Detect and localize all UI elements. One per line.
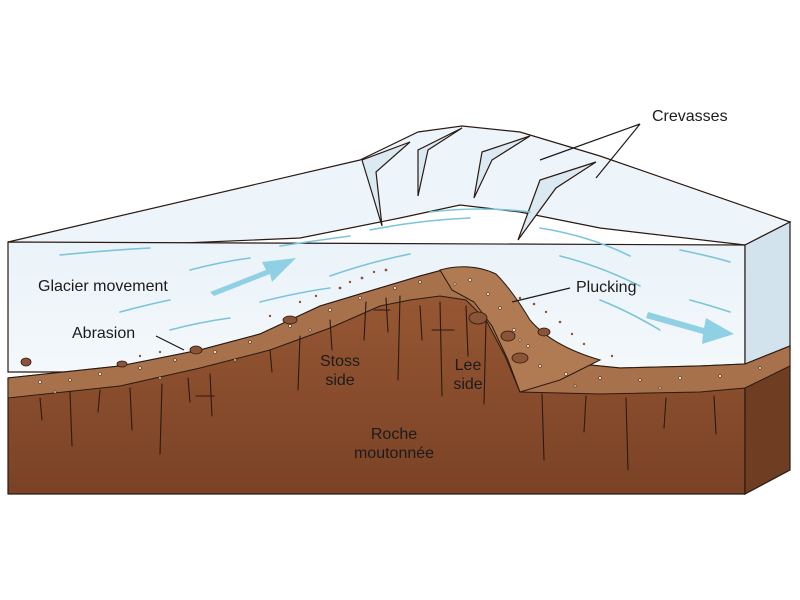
stoss-label-line2: side [325, 372, 355, 389]
roche-label-line2: moutonnée [353, 445, 435, 462]
plucked-debris [439, 266, 602, 393]
bedrock-joints [39, 295, 717, 471]
roche-moutonnee-label: Roche moutonnée [338, 425, 450, 463]
glacier-movement-label: Glacier movement [38, 278, 168, 295]
ice-flow-marks [59, 208, 731, 331]
lee-label-line2: side [453, 376, 483, 393]
rock-fragments [20, 311, 551, 368]
leader-lines [155, 123, 641, 351]
crevasses-label: Crevasses [652, 108, 728, 125]
crevasses [361, 127, 597, 241]
glacier-ice-top [7, 125, 792, 246]
plucking-label: Plucking [576, 279, 637, 296]
debris-speckles [38, 278, 762, 394]
stoss-label-line1: Stoss [319, 353, 360, 370]
ice-particles [138, 268, 614, 358]
flow-arrows [210, 258, 734, 344]
debris-layer [7, 267, 791, 399]
stoss-side-label: Stoss side [308, 352, 372, 390]
lee-label-line1: Lee [454, 357, 482, 374]
lee-side-label: Lee side [440, 356, 496, 394]
abrasion-label: Abrasion [72, 325, 136, 342]
roche-label-line1: Roche [370, 426, 418, 443]
